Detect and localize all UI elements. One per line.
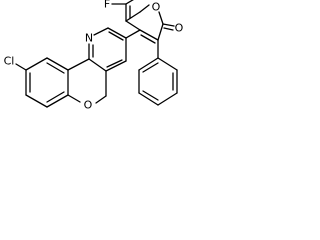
fluorophenyl-ring [125, 0, 150, 22]
pyranone-ring [125, 11, 164, 44]
phenyl-ring [138, 57, 178, 106]
atom-label-o-ring: O [84, 99, 93, 112]
c-cl-bond [15, 63, 27, 71]
chlorophenyl-ring [25, 57, 69, 108]
pyridine-ring [88, 27, 127, 72]
chemical-structure: F Cl N O O O [4, 0, 184, 112]
biaryl-bond [125, 29, 141, 39]
atom-label-cl: Cl [4, 55, 15, 68]
atom-label-o-carbonyl: O [175, 22, 184, 35]
pyran-ring [67, 58, 107, 104]
carbonyl-bond [162, 23, 175, 31]
atom-label-n: N [85, 32, 93, 45]
atom-label-o-coumarin: O [152, 1, 161, 14]
atom-label-f: F [104, 0, 110, 11]
